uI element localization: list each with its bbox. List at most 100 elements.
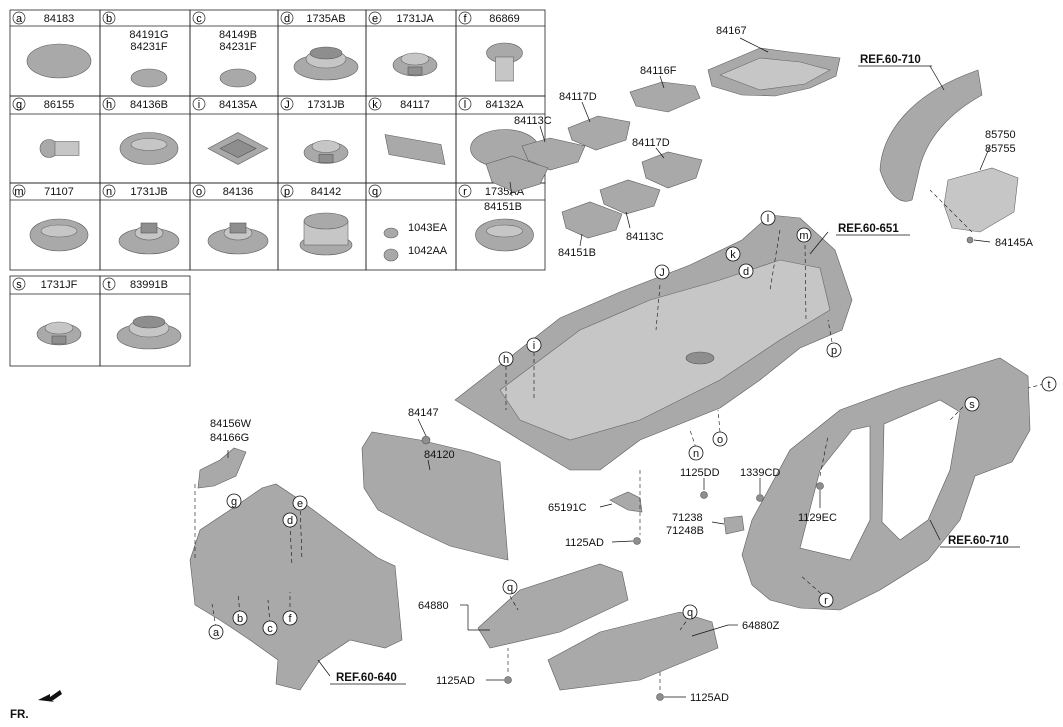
label-85755: 85755 bbox=[985, 143, 1016, 155]
legend-letter-circle bbox=[280, 11, 294, 25]
legend-letter-circle bbox=[102, 11, 116, 25]
label-1339CD: 1339CD bbox=[740, 467, 780, 479]
callout-a: a bbox=[208, 624, 224, 640]
legend-part-number: 1731JB bbox=[307, 99, 344, 111]
callout-m: m bbox=[796, 227, 812, 243]
bracket-71238 bbox=[723, 515, 745, 535]
svg-text:l: l bbox=[767, 213, 769, 225]
legend-part-number: 84136B bbox=[130, 99, 168, 111]
legend-part-number: 1731JB bbox=[130, 186, 167, 198]
label-84147: 84147 bbox=[408, 407, 439, 419]
front-sidemember bbox=[189, 483, 403, 691]
label-84167: 84167 bbox=[716, 25, 747, 37]
callout-t: t bbox=[1041, 376, 1057, 392]
front-arrow-icon bbox=[38, 690, 62, 702]
legend-letter: q bbox=[372, 186, 378, 198]
callout-l: l bbox=[760, 210, 776, 226]
legend-letter: k bbox=[372, 99, 378, 111]
plug-84147 bbox=[421, 435, 431, 445]
svg-text:m: m bbox=[799, 230, 808, 242]
legend-part-number: 84231F bbox=[219, 41, 257, 53]
grommet-84145A bbox=[966, 236, 974, 244]
legend-letter-circle bbox=[458, 184, 472, 198]
callout-g: g bbox=[226, 493, 242, 509]
label-84113C-b: 84113C bbox=[626, 231, 664, 243]
svg-text:b: b bbox=[237, 613, 243, 625]
callout-q_a: q bbox=[502, 579, 518, 595]
pad-84167-highlight bbox=[719, 57, 831, 91]
pad-84113C-a bbox=[521, 137, 586, 171]
svg-text:q: q bbox=[507, 582, 513, 594]
svg-text:a: a bbox=[213, 627, 220, 639]
legend-letter: n bbox=[106, 186, 112, 198]
legend-letter: l bbox=[464, 99, 466, 111]
side-outer-panel bbox=[741, 357, 1031, 611]
label-84151B-a: 84151B bbox=[484, 201, 522, 213]
small-parts bbox=[421, 236, 974, 701]
bolt-1125DD bbox=[700, 491, 708, 499]
legend-part-number: 1731JA bbox=[396, 13, 434, 25]
svg-text:k: k bbox=[730, 249, 736, 261]
label-84113C-a: 84113C bbox=[514, 115, 552, 127]
legend-part-number: 1735AB bbox=[306, 13, 345, 25]
legend-part-shape bbox=[130, 68, 168, 88]
legend-part-number: 84135A bbox=[219, 99, 258, 111]
wheelhouse-liner bbox=[879, 69, 983, 202]
pad-84113C-b bbox=[599, 179, 661, 215]
legend-part-shape bbox=[392, 52, 438, 77]
label-1125AD-b: 1125AD bbox=[436, 675, 475, 687]
svg-text:J: J bbox=[659, 267, 665, 279]
legend-letter: c bbox=[196, 13, 202, 25]
pad-84151B-b bbox=[561, 201, 623, 239]
bolt-1125AD-b bbox=[504, 676, 512, 684]
nut-1339CD bbox=[756, 494, 764, 502]
label-1125DD: 1125DD bbox=[680, 467, 720, 479]
legend-part-shape bbox=[303, 140, 349, 164]
legend-letter: m bbox=[14, 186, 23, 198]
callout-i: i bbox=[526, 337, 542, 353]
legend-letter-circle bbox=[102, 277, 116, 291]
legend-part-shape bbox=[118, 222, 180, 255]
legend-letter-circle bbox=[192, 11, 206, 25]
pad-84116F bbox=[629, 81, 701, 113]
legend-part-shape bbox=[39, 139, 80, 158]
callout-b: b bbox=[232, 610, 248, 626]
callout-c: c bbox=[262, 620, 278, 636]
legend-part-shape bbox=[475, 218, 534, 252]
legend-part-number: 84117 bbox=[400, 99, 430, 111]
dash-panel bbox=[361, 431, 509, 561]
legend-letter: e bbox=[372, 13, 378, 25]
legend-letter-circle bbox=[192, 184, 206, 198]
wheelhouse-pad-85750 bbox=[943, 167, 1019, 233]
legend-part-shape bbox=[219, 68, 257, 88]
label-84117D-a: 84117D bbox=[559, 91, 597, 103]
dash-84120 bbox=[361, 431, 509, 561]
svg-text:o: o bbox=[717, 434, 723, 446]
callout-o: o bbox=[712, 431, 728, 447]
callout-p: p bbox=[826, 342, 842, 358]
svg-text:d: d bbox=[287, 515, 293, 527]
bolt-1125AD-c bbox=[656, 693, 664, 701]
label-1125AD-a: 1125AD bbox=[565, 537, 604, 549]
svg-text:q: q bbox=[687, 607, 693, 619]
label-84145A: 84145A bbox=[995, 237, 1034, 249]
legend-letter-circle bbox=[458, 97, 472, 111]
legend-letter-circle bbox=[192, 97, 206, 111]
legend-letter-circle bbox=[12, 97, 26, 111]
label-1129EC: 1129EC bbox=[798, 512, 837, 524]
pad-84117D-b bbox=[641, 151, 703, 189]
undercovers bbox=[477, 563, 719, 691]
legend-part-number: 86155 bbox=[44, 99, 75, 111]
legend-letter: J bbox=[284, 99, 290, 111]
legend-letter-circle bbox=[458, 11, 472, 25]
